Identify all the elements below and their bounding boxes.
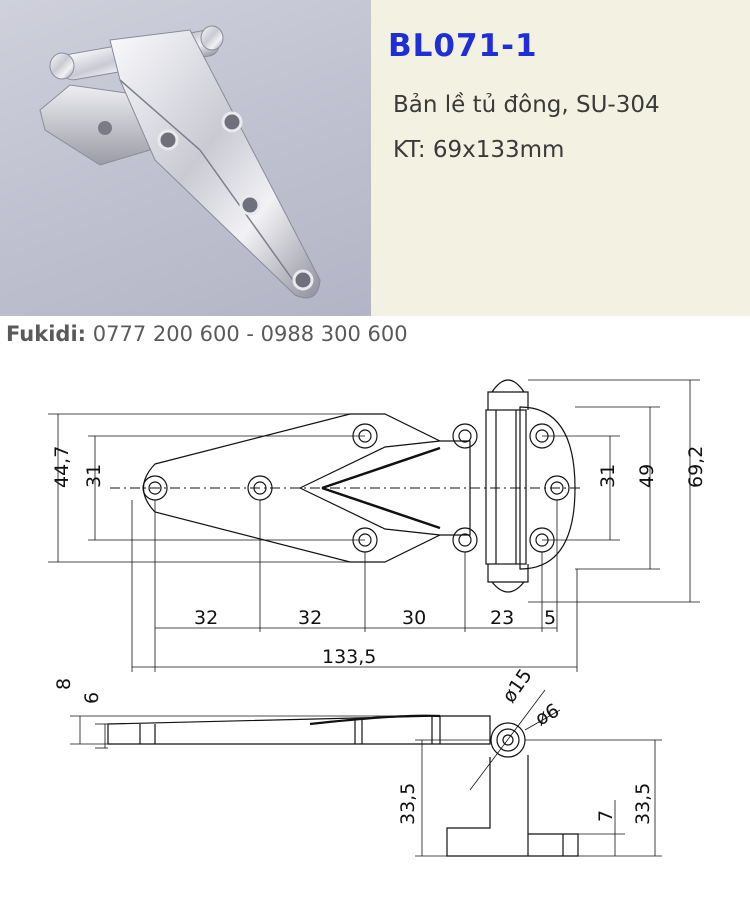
dim-base: 7	[595, 810, 617, 822]
top-view-dimensions: 44,7 31 31 49 69,2 32 32 30 23 5 133,5	[51, 446, 707, 668]
dim-pin-inner: ø6	[532, 699, 564, 730]
dim-seg-3: 30	[402, 607, 426, 629]
dim-total-height: 69,2	[685, 446, 707, 488]
dim-hole-spacing-left: 31	[83, 464, 105, 488]
dim-total-length: 133,5	[322, 646, 376, 668]
model-code: BL071-1	[388, 28, 538, 64]
top-view	[48, 379, 700, 672]
brand-name: Fukidi:	[6, 322, 87, 346]
dim-height-overall: 44,7	[51, 446, 73, 488]
hinge-photo-illustration	[39, 25, 321, 299]
contact-line: Fukidi: 0777 200 600 - 0988 300 600	[6, 322, 408, 346]
dim-offset-right: 33,5	[632, 783, 654, 825]
product-info-panel: BL071-1 Bản lề tủ đông, SU-304 KT: 69x13…	[371, 0, 750, 316]
product-description: Bản lề tủ đông, SU-304	[393, 92, 660, 118]
dim-pin-outer: ø15	[498, 665, 537, 707]
dim-seg-2: 32	[298, 607, 322, 629]
dim-plate-height: 49	[636, 464, 658, 488]
dim-seg-1: 32	[194, 607, 218, 629]
phone-numbers: 0777 200 600 - 0988 300 600	[92, 322, 408, 346]
dim-hole-spacing-right: 31	[597, 464, 619, 488]
side-view-dimensions: 8 6 ø15 ø6 33,5 7 33,5	[53, 665, 654, 825]
dim-thickness-outer: 8	[53, 678, 75, 690]
technical-drawing: 44,7 31 31 49 69,2 32 32 30 23 5 133,5	[48, 379, 707, 857]
dim-seg-5: 5	[544, 607, 556, 629]
side-view	[70, 689, 662, 857]
product-photo	[0, 0, 371, 316]
mounting-holes	[142, 423, 570, 553]
dim-thickness-inner: 6	[81, 692, 103, 704]
product-size: KT: 69x133mm	[393, 137, 565, 163]
dim-seg-4: 23	[490, 607, 514, 629]
dim-offset-left: 33,5	[397, 783, 419, 825]
